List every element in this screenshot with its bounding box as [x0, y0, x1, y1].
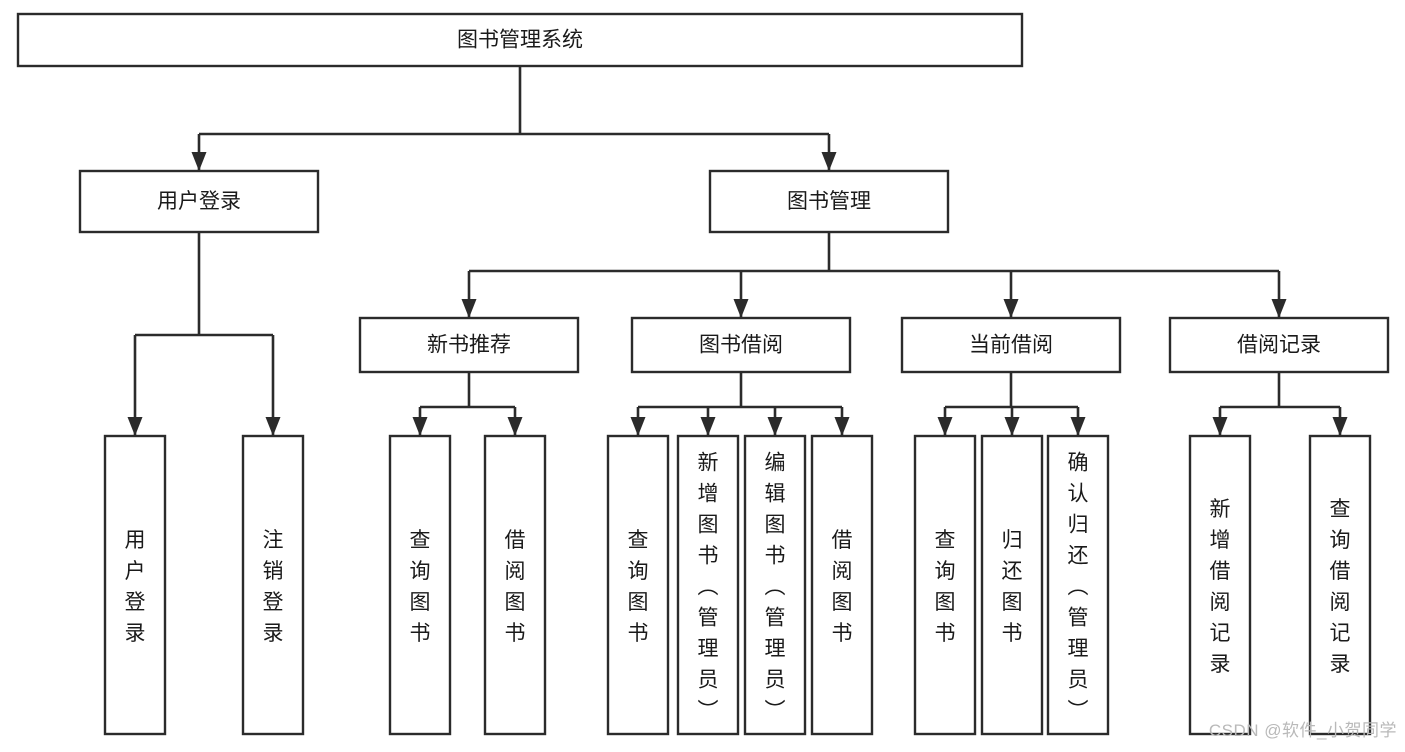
node-leaf-add-record[interactable]: 新增借阅记录 — [1188, 434, 1252, 736]
connector-group-new-book-rec — [412, 372, 523, 436]
node-leaf-add-book[interactable]: 新增图书︵管理员︶ — [676, 434, 740, 736]
node-leaf-query-book-3[interactable]: 查询图书 — [913, 434, 977, 736]
node-box-leaf-user-logout[interactable] — [241, 434, 305, 736]
node-leaf-confirm-return[interactable]: 确认归还︵管理员︶ — [1046, 434, 1110, 736]
node-box-current-borrow[interactable] — [900, 316, 1122, 374]
node-label-leaf-query-book-2: 查询图书 — [628, 529, 649, 645]
arrow-head-icon — [1003, 299, 1019, 318]
node-leaf-return-book[interactable]: 归还图书 — [980, 434, 1044, 736]
node-leaf-borrow-book-1[interactable]: 借阅图书 — [483, 434, 547, 736]
node-leaf-query-book-1[interactable]: 查询图书 — [388, 434, 452, 736]
node-box-leaf-confirm-return[interactable] — [1046, 434, 1110, 736]
node-box-user-login[interactable] — [78, 169, 320, 234]
node-layer: 图书管理系统用户登录图书管理新书推荐图书借阅当前借阅借阅记录用户登录注销登录查询… — [16, 12, 1390, 736]
node-box-leaf-query-book-2[interactable] — [606, 434, 670, 736]
node-box-book-manage[interactable] — [708, 169, 950, 234]
node-label-leaf-add-book: 新增图书︵管理员︶ — [698, 452, 719, 723]
arrow-head-icon — [1212, 417, 1228, 436]
arrow-head-icon — [767, 417, 783, 436]
node-label-leaf-user-logout: 注销登录 — [263, 529, 284, 645]
connector-group-current-borrow — [937, 372, 1086, 436]
arrow-head-icon — [191, 152, 207, 171]
node-label-leaf-query-book-3: 查询图书 — [935, 529, 956, 645]
node-label-borrow-record: 借阅记录 — [1237, 334, 1321, 357]
node-box-book-borrow[interactable] — [630, 316, 852, 374]
node-leaf-query-record[interactable]: 查询借阅记录 — [1308, 434, 1372, 736]
node-box-leaf-borrow-book-1[interactable] — [483, 434, 547, 736]
node-current-borrow[interactable]: 当前借阅 — [900, 316, 1122, 374]
arrow-head-icon — [1271, 299, 1287, 318]
arrow-head-icon — [834, 417, 850, 436]
node-box-leaf-return-book[interactable] — [980, 434, 1044, 736]
node-book-manage[interactable]: 图书管理 — [708, 169, 950, 234]
node-label-leaf-query-record: 查询借阅记录 — [1330, 498, 1351, 676]
node-book-borrow[interactable]: 图书借阅 — [630, 316, 852, 374]
connector-layer — [127, 66, 1348, 436]
connector-group-borrow-record — [1212, 372, 1348, 436]
connector-group-book-borrow — [630, 372, 850, 436]
node-label-book-manage: 图书管理 — [787, 190, 871, 213]
node-label-leaf-user-login: 用户登录 — [125, 529, 146, 645]
node-label-leaf-add-record: 新增借阅记录 — [1210, 498, 1231, 676]
arrow-head-icon — [700, 417, 716, 436]
arrow-head-icon — [507, 417, 523, 436]
node-box-leaf-edit-book[interactable] — [743, 434, 807, 736]
arrow-head-icon — [127, 417, 143, 436]
node-box-new-book-rec[interactable] — [358, 316, 580, 374]
node-box-leaf-borrow-book-2[interactable] — [810, 434, 874, 736]
node-box-leaf-query-book-3[interactable] — [913, 434, 977, 736]
node-leaf-user-login[interactable]: 用户登录 — [103, 434, 167, 736]
node-box-leaf-user-login[interactable] — [103, 434, 167, 736]
arrow-head-icon — [733, 299, 749, 318]
node-label-user-login: 用户登录 — [157, 190, 241, 213]
arrow-head-icon — [821, 152, 837, 171]
node-label-leaf-confirm-return: 确认归还︵管理员︶ — [1068, 452, 1089, 723]
node-label-leaf-edit-book: 编辑图书︵管理员︶ — [765, 452, 786, 723]
node-leaf-borrow-book-2[interactable]: 借阅图书 — [810, 434, 874, 736]
arrow-head-icon — [630, 417, 646, 436]
connector-group-book-manage — [461, 232, 1287, 318]
node-new-book-rec[interactable]: 新书推荐 — [358, 316, 580, 374]
node-user-login[interactable]: 用户登录 — [78, 169, 320, 234]
node-box-leaf-add-book[interactable] — [676, 434, 740, 736]
node-label-leaf-return-book: 归还图书 — [1002, 529, 1023, 645]
node-leaf-query-book-2[interactable]: 查询图书 — [606, 434, 670, 736]
node-label-leaf-borrow-book-1: 借阅图书 — [505, 529, 526, 645]
node-root[interactable]: 图书管理系统 — [16, 12, 1024, 68]
node-leaf-edit-book[interactable]: 编辑图书︵管理员︶ — [743, 434, 807, 736]
arrow-head-icon — [1332, 417, 1348, 436]
connector-group-user-login — [127, 232, 281, 436]
arrow-head-icon — [1004, 417, 1020, 436]
arrow-head-icon — [461, 299, 477, 318]
node-label-leaf-borrow-book-2: 借阅图书 — [832, 529, 853, 645]
node-label-root: 图书管理系统 — [457, 29, 583, 52]
connector-group-root — [191, 66, 837, 171]
node-label-book-borrow: 图书借阅 — [699, 334, 783, 357]
node-label-current-borrow: 当前借阅 — [969, 334, 1053, 357]
node-box-leaf-add-record[interactable] — [1188, 434, 1252, 736]
node-box-borrow-record[interactable] — [1168, 316, 1390, 374]
node-borrow-record[interactable]: 借阅记录 — [1168, 316, 1390, 374]
arrow-head-icon — [265, 417, 281, 436]
node-box-leaf-query-record[interactable] — [1308, 434, 1372, 736]
node-box-leaf-query-book-1[interactable] — [388, 434, 452, 736]
arrow-head-icon — [937, 417, 953, 436]
node-box-root[interactable] — [16, 12, 1024, 68]
arrow-head-icon — [1070, 417, 1086, 436]
node-label-new-book-rec: 新书推荐 — [427, 334, 511, 357]
node-leaf-user-logout[interactable]: 注销登录 — [241, 434, 305, 736]
arrow-head-icon — [412, 417, 428, 436]
node-label-leaf-query-book-1: 查询图书 — [410, 529, 431, 645]
